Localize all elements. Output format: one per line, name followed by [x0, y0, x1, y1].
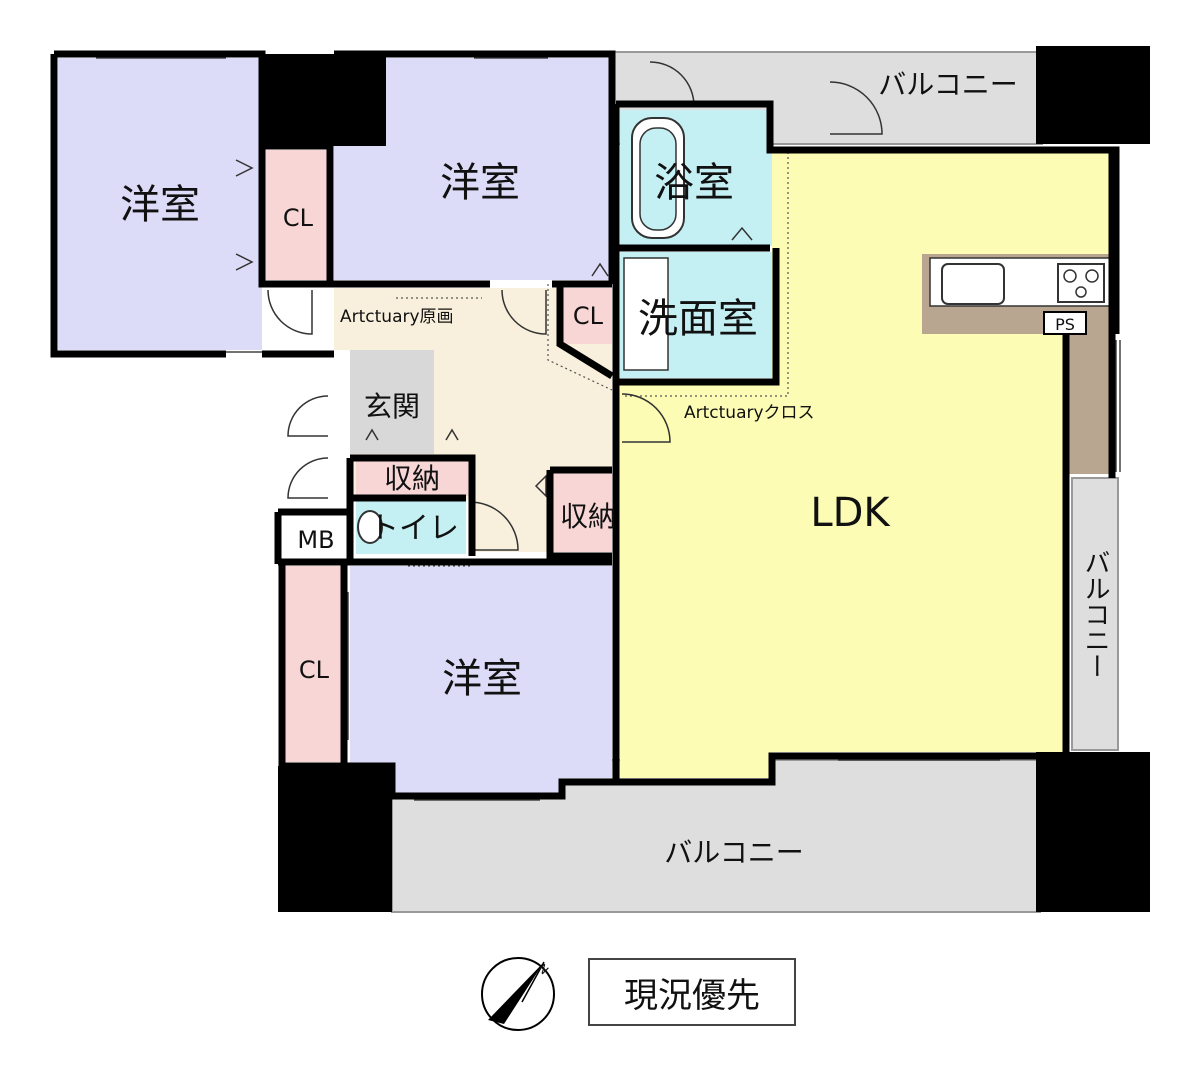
storage-1-label: 収納 — [384, 462, 440, 495]
artctuary-cross-label: Artctuaryクロス — [684, 403, 815, 423]
closet-3-area — [284, 566, 344, 762]
artctuary-genga-label: Artctuary原画 — [340, 307, 454, 327]
stove — [1057, 263, 1105, 303]
closet-1-area — [262, 150, 328, 280]
sink — [941, 263, 1005, 305]
bathroom-label: 浴室 — [654, 160, 734, 206]
toilet-fixture — [357, 510, 383, 544]
door-swings — [235, 61, 883, 551]
entrance-area — [350, 350, 434, 454]
storage-2-label: 収納 — [560, 500, 616, 533]
status-label: 現況優先 — [624, 975, 760, 1016]
western-room-3-area — [350, 566, 612, 796]
balcony-right-area — [1071, 477, 1119, 751]
balcony-top-label: バルコニー — [878, 68, 1017, 101]
closet-2-label: CL — [573, 302, 604, 330]
closet-3-label: CL — [299, 656, 330, 684]
balcony-bottom-label: バルコニー — [664, 836, 803, 869]
compass-needle-icon — [488, 962, 544, 1024]
meter-box-label: MB — [297, 526, 334, 554]
western-room-1-label: 洋室 — [120, 182, 200, 228]
ps-label: PS — [1055, 315, 1075, 334]
columns — [262, 46, 1150, 912]
meter-box-area — [282, 514, 348, 560]
ps-column — [1066, 334, 1112, 474]
washroom-label: 洗面室 — [638, 296, 758, 342]
balcony-right-label: バルコニー — [1080, 549, 1110, 679]
entrance-label: 玄関 — [364, 390, 420, 423]
ldk-label: LDK — [810, 490, 891, 536]
western-room-1-area — [58, 58, 262, 350]
storage-1-area — [356, 460, 470, 496]
status-box: 現況優先 — [588, 958, 796, 1026]
toilet-label: トイレ — [369, 511, 459, 546]
vanity — [623, 257, 669, 371]
western-room-2-label: 洋室 — [440, 160, 520, 206]
storage-2-area — [552, 468, 612, 552]
closet-small-area — [562, 288, 612, 344]
closet-1-label: CL — [283, 204, 314, 232]
compass: N — [481, 957, 555, 1031]
western-room-3-label: 洋室 — [442, 656, 522, 702]
